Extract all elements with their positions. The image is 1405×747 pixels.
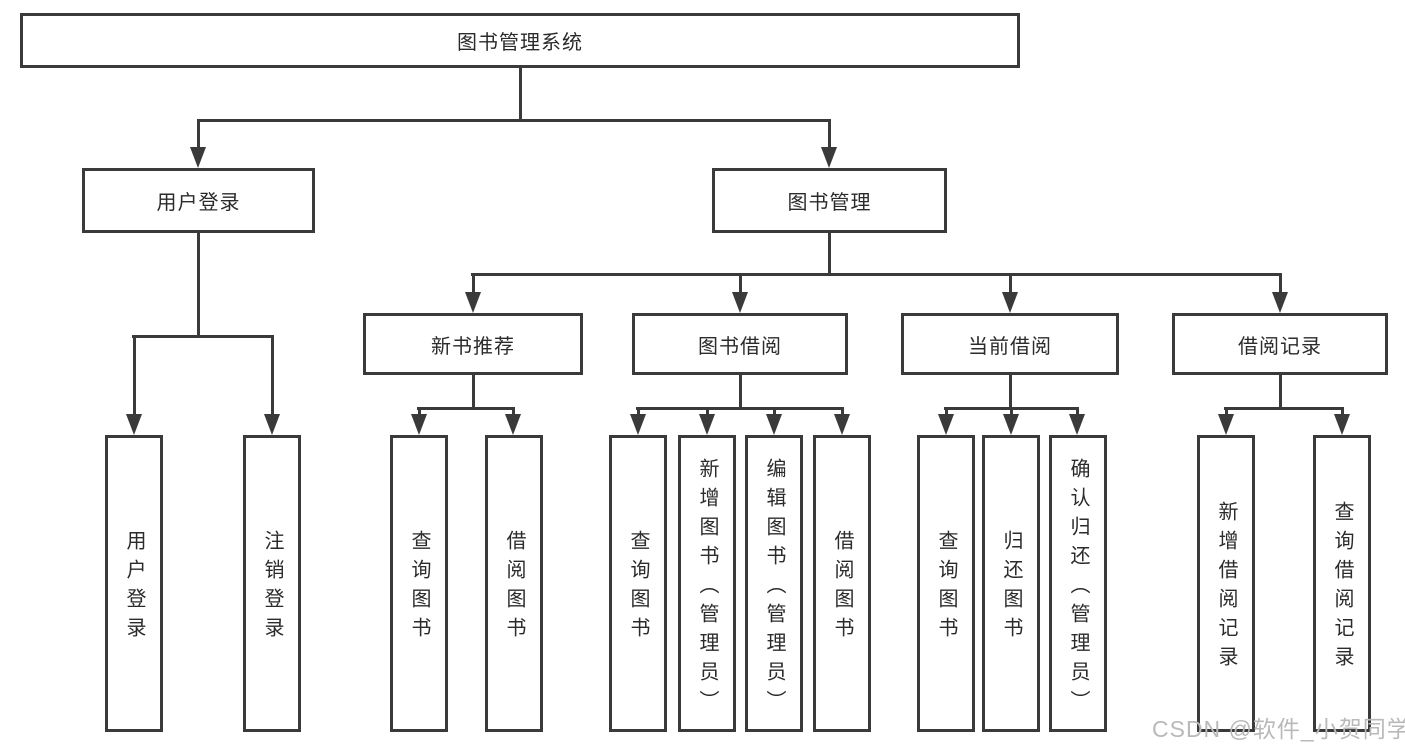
arrowhead-down-icon [465, 292, 481, 313]
node-label: 图书管理 [787, 192, 872, 214]
arrow-shaft [512, 407, 515, 417]
leaf-confirm-return-admin: 确认归还（管理员） [1049, 435, 1107, 732]
arrowhead-down-icon [190, 147, 206, 168]
connector-line-vertical [197, 233, 200, 338]
arrowhead-down-icon [938, 414, 954, 435]
arrowhead-down-icon [834, 414, 850, 435]
arrow-shaft [1279, 273, 1282, 295]
arrow-shaft [739, 273, 742, 295]
arrowhead-down-icon [1003, 414, 1019, 435]
connector-line-horizontal [636, 407, 844, 410]
leaf-logout: 注销登录 [243, 435, 301, 732]
connector-line-vertical [1279, 375, 1282, 410]
node-borrowing-records: 借阅记录 [1172, 313, 1388, 375]
connector-line-vertical [519, 67, 522, 122]
arrowhead-down-icon [630, 414, 646, 435]
arrow-shaft [472, 273, 475, 295]
node-book-borrowing: 图书借阅 [632, 313, 848, 375]
watermark: CSDN @软件_小贺同学 [1152, 716, 1405, 742]
connector-line-horizontal [1224, 407, 1344, 410]
leaf-label: 确认归还（管理员） [1067, 457, 1089, 719]
node-label: 借阅记录 [1238, 335, 1322, 358]
arrowhead-down-icon [1272, 292, 1288, 313]
arrow-shaft [197, 119, 200, 150]
node-label: 用户登录 [156, 192, 241, 214]
arrow-shaft [1341, 407, 1344, 417]
node-current-borrowing: 当前借阅 [901, 313, 1119, 375]
leaf-label: 查询图书 [408, 530, 430, 646]
node-label: 当前借阅 [968, 335, 1052, 358]
connector-line-horizontal [132, 335, 274, 338]
arrowhead-down-icon [1069, 414, 1085, 435]
connector-line-vertical [739, 375, 742, 410]
arrow-shaft [271, 335, 274, 417]
arrow-shaft [1225, 407, 1228, 417]
node-user-login: 用户登录 [82, 168, 315, 233]
arrow-shaft [945, 407, 948, 417]
arrowhead-down-icon [1334, 414, 1350, 435]
arrow-shaft [637, 407, 640, 417]
leaf-label: 查询借阅记录 [1331, 501, 1353, 675]
arrow-shaft [706, 407, 709, 417]
leaf-label: 查询图书 [935, 530, 957, 646]
arrow-shaft [1010, 407, 1013, 417]
leaf-edit-books-admin: 编辑图书（管理员） [745, 435, 803, 732]
leaf-label: 注销登录 [261, 530, 283, 646]
node-label: 图书管理系统 [457, 32, 583, 54]
node-library-management-system: 图书管理系统 [20, 13, 1020, 68]
connector-line-horizontal [471, 273, 1282, 276]
arrowhead-down-icon [411, 414, 427, 435]
arrowhead-down-icon [264, 414, 280, 435]
leaf-label: 新增图书（管理员） [696, 457, 718, 719]
leaf-label: 归还图书 [1000, 530, 1022, 646]
arrowhead-down-icon [732, 292, 748, 313]
arrowhead-down-icon [766, 414, 782, 435]
arrow-shaft [418, 407, 421, 417]
node-new-book-recommendation: 新书推荐 [363, 313, 583, 375]
leaf-label: 借阅图书 [831, 530, 853, 646]
leaf-query-books-current: 查询图书 [917, 435, 975, 732]
arrowhead-down-icon [505, 414, 521, 435]
arrow-shaft [1076, 407, 1079, 417]
arrow-shaft [841, 407, 844, 417]
arrow-shaft [828, 119, 831, 150]
leaf-label: 查询图书 [627, 530, 649, 646]
leaf-return-books: 归还图书 [982, 435, 1040, 732]
node-book-management: 图书管理 [712, 168, 947, 233]
arrowhead-down-icon [1218, 414, 1234, 435]
leaf-borrow-books-recommend: 借阅图书 [485, 435, 543, 732]
connector-line-vertical [828, 233, 831, 276]
arrow-shaft [773, 407, 776, 417]
arrowhead-down-icon [1002, 292, 1018, 313]
leaf-add-books-admin: 新增图书（管理员） [678, 435, 736, 732]
leaf-query-borrowing-record: 查询借阅记录 [1313, 435, 1371, 732]
connector-line-vertical [1009, 375, 1012, 410]
leaf-label: 借阅图书 [503, 530, 525, 646]
leaf-query-books-recommend: 查询图书 [390, 435, 448, 732]
leaf-label: 编辑图书（管理员） [763, 457, 785, 719]
node-label: 图书借阅 [698, 335, 782, 358]
arrowhead-down-icon [699, 414, 715, 435]
arrowhead-down-icon [126, 414, 142, 435]
arrow-shaft [133, 335, 136, 417]
connector-line-horizontal [197, 119, 831, 122]
leaf-user-login: 用户登录 [105, 435, 163, 732]
leaf-label: 用户登录 [123, 530, 145, 646]
connector-line-vertical [472, 375, 475, 410]
node-label: 新书推荐 [431, 335, 515, 358]
leaf-label: 新增借阅记录 [1215, 501, 1237, 675]
leaf-add-borrowing-record: 新增借阅记录 [1197, 435, 1255, 732]
arrow-shaft [1009, 273, 1012, 295]
leaf-query-books-borrowing: 查询图书 [609, 435, 667, 732]
arrowhead-down-icon [821, 147, 837, 168]
leaf-borrow-books-borrowing: 借阅图书 [813, 435, 871, 732]
connector-line-horizontal [417, 407, 515, 410]
